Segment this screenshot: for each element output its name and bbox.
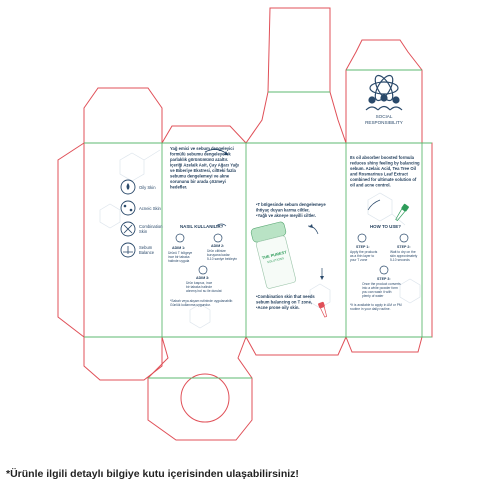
- svg-text:Yağ emici ve sebum dengeleyici: Yağ emici ve sebum dengeleyici: [170, 146, 234, 151]
- svg-text:you can wash it with: you can wash it with: [362, 290, 392, 294]
- svg-text:sebumu dengelemeyi ve akne: sebumu dengelemeyi ve akne: [170, 174, 230, 179]
- svg-text:into a white powder form: into a white powder form: [362, 286, 398, 290]
- svg-text:SOLUTIONS: SOLUTIONS: [267, 256, 285, 264]
- svg-text:THE PUREST: THE PUREST: [261, 249, 287, 260]
- svg-text:ve Biberiye Ekstresi, ciltteki: ve Biberiye Ekstresi, ciltteki fazla: [170, 168, 237, 173]
- en-step3: STEP 3: Once the product converts into a…: [362, 265, 401, 298]
- skin-item-sebum: Sebum Balance: [120, 242, 155, 258]
- svg-text:sorununu bir arada çözmeyi: sorununu bir arada çözmeyi: [170, 179, 226, 184]
- sebum-balance-icon: [120, 242, 136, 258]
- oily-skin-icon: [120, 179, 136, 195]
- svg-text:Balance: Balance: [139, 250, 155, 255]
- svg-text:5-10 saniye bekleyin: 5-10 saniye bekleyin: [207, 257, 237, 261]
- en-step1: STEP 1: Apply the products as a thin lay…: [350, 233, 378, 262]
- en-step2: STEP 2: Wait to dry on the skin approxim…: [390, 233, 418, 262]
- svg-text:*It is available to apply in A: *It is available to apply in AM or PM: [350, 303, 402, 307]
- bottle-illustration: THE PUREST SOLUTIONS: [250, 221, 297, 289]
- svg-text:STEP 1:: STEP 1:: [356, 245, 370, 249]
- cut-lines: [57, 7, 433, 441]
- svg-text:sebum balancing on T zone,: sebum balancing on T zone,: [256, 300, 312, 305]
- skin-item-acneic: Acneic Skin: [120, 200, 162, 216]
- svg-text:ADIM 3:: ADIM 3:: [196, 276, 209, 280]
- curved-arrow-icon: [367, 199, 381, 211]
- dropper-icon: [318, 301, 328, 318]
- svg-text:Günlük kullanıma uygundur.: Günlük kullanıma uygundur.: [170, 303, 211, 307]
- svg-text:parlaklık görünümünü azaltır.: parlaklık görünümünü azaltır.: [170, 157, 228, 162]
- svg-text:•Yağlı ve akneye meyilli ciltl: •Yağlı ve akneye meyilli ciltler.: [256, 213, 316, 218]
- turkish-panel: Yağ emici ve sebum dengeleyici formülü s…: [168, 146, 239, 307]
- badge-line1: SOCIAL: [376, 114, 393, 119]
- svg-text:5-10 seconds: 5-10 seconds: [390, 258, 410, 262]
- dropper-icon: [395, 203, 409, 221]
- svg-text:kuruyana kadar: kuruyana kadar: [207, 253, 231, 257]
- svg-text:as a thin layer to: as a thin layer to: [350, 254, 374, 258]
- svg-text:İçeriği Azelaik Asit, Çay Ağac: İçeriği Azelaik Asit, Çay Ağacı Yağı: [170, 163, 239, 168]
- svg-text:ADIM 1:: ADIM 1:: [172, 246, 185, 250]
- svg-text:oil and acne control.: oil and acne control.: [350, 183, 391, 188]
- svg-text:Ürün ciltinize: Ürün ciltinize: [207, 249, 226, 253]
- svg-text:alınmış bol su ile durulat: alınmış bol su ile durulat: [186, 289, 222, 293]
- curved-arrow-icon: [307, 225, 319, 235]
- combination-skin-icon: [120, 221, 136, 237]
- svg-text:formülü sebumu dengeleyerek: formülü sebumu dengeleyerek: [170, 152, 231, 157]
- svg-text:Acneic Skin: Acneic Skin: [139, 206, 162, 211]
- svg-text:STEP 2:: STEP 2:: [397, 245, 411, 249]
- svg-text:plenty of water: plenty of water: [362, 294, 384, 298]
- svg-text:Ürünü T bölgeye: Ürünü T bölgeye: [168, 251, 192, 255]
- skin-type-list: Oily Skin Acneic Skin Combination Skin S…: [120, 179, 163, 258]
- svg-text:combined for ultimate solution: combined for ultimate solution of: [350, 177, 417, 182]
- svg-text:•Combination skin that needs: •Combination skin that needs: [256, 294, 315, 299]
- svg-text:and Rosmarinus Leaf Extract: and Rosmarinus Leaf Extract: [350, 172, 409, 177]
- svg-text:ince bir tabaka: ince bir tabaka: [168, 255, 190, 259]
- svg-text:sebum. Azelaic Acid, Tea Tree: sebum. Azelaic Acid, Tea Tree Oil: [350, 166, 416, 171]
- fold-lines: [84, 69, 432, 379]
- social-responsibility-badge: SOCIAL RESPONSIBILITY: [365, 74, 403, 125]
- svg-text:Wait to dry on the: Wait to dry on the: [390, 250, 416, 254]
- svg-text:•Acne prone oily skin.: •Acne prone oily skin.: [256, 305, 300, 310]
- molecule-pattern: [99, 149, 421, 329]
- footer-note: *Ürünle ilgili detaylı bilgiye kutu içer…: [6, 468, 299, 480]
- svg-text:Oily Skin: Oily Skin: [139, 185, 156, 190]
- tr-step1: ADIM 1: Ürünü T bölgeye ince bir tabaka …: [168, 233, 192, 263]
- svg-text:your T zone: your T zone: [350, 258, 367, 262]
- svg-text:Once the product converts: Once the product converts: [362, 282, 401, 286]
- svg-text:reduces shiny feeling by balan: reduces shiny feeling by balancing: [350, 161, 420, 166]
- svg-text:Its oil absorber boosted formu: Its oil absorber boosted formula: [350, 155, 415, 160]
- svg-text:routine in your daily routine.: routine in your daily routine.: [350, 307, 391, 311]
- en-how-title: HOW TO USE?: [370, 224, 401, 229]
- skin-item-oily: Oily Skin: [120, 179, 156, 195]
- svg-text:ADIM 2:: ADIM 2:: [211, 244, 224, 248]
- svg-text:Sebum: Sebum: [139, 245, 153, 250]
- svg-text:ihtiyaç duyan karma ciltler,: ihtiyaç duyan karma ciltler,: [256, 208, 310, 213]
- svg-text:hedefler.: hedefler.: [170, 185, 187, 190]
- badge-line2: RESPONSIBILITY: [365, 120, 403, 125]
- tr-step3: ADIM 3: Ürün kaşısız, ince bir tabaka ha…: [186, 265, 222, 293]
- tr-how-title: NASIL KULLANILIR?: [180, 224, 224, 229]
- svg-text:halinde uygula: halinde uygula: [168, 259, 189, 263]
- svg-text:•T bölgesinde sebum dengelemey: •T bölgesinde sebum dengelemeye: [256, 202, 326, 207]
- acneic-skin-icon: [120, 200, 136, 216]
- people-network-icon: [365, 74, 403, 111]
- tr-step2: ADIM 2: Ürün ciltinize kuruyana kadar 5-…: [207, 233, 237, 261]
- svg-text:STEP 3:: STEP 3:: [377, 277, 391, 281]
- svg-text:skin approximately: skin approximately: [390, 254, 418, 258]
- svg-text:Ürün kaşısız, ince: Ürün kaşısız, ince: [186, 281, 212, 285]
- svg-text:bir tabaka halinde: bir tabaka halinde: [186, 285, 212, 289]
- svg-text:Combination: Combination: [139, 224, 163, 229]
- packaging-dieline: SOCIAL RESPONSIBILITY Oily Skin Acneic S…: [57, 7, 433, 441]
- svg-text:Skin: Skin: [139, 229, 148, 234]
- skin-item-combination: Combination Skin: [120, 221, 163, 237]
- english-panel: Its oil absorber boosted formula reduces…: [318, 155, 420, 318]
- svg-text:*Sabah veya akşam rutininde uy: *Sabah veya akşam rutininde uygulanabili…: [170, 299, 233, 303]
- svg-text:Apply the products: Apply the products: [350, 250, 378, 254]
- front-panel: •T bölgesinde sebum dengelemeye ihtiyaç …: [250, 202, 326, 310]
